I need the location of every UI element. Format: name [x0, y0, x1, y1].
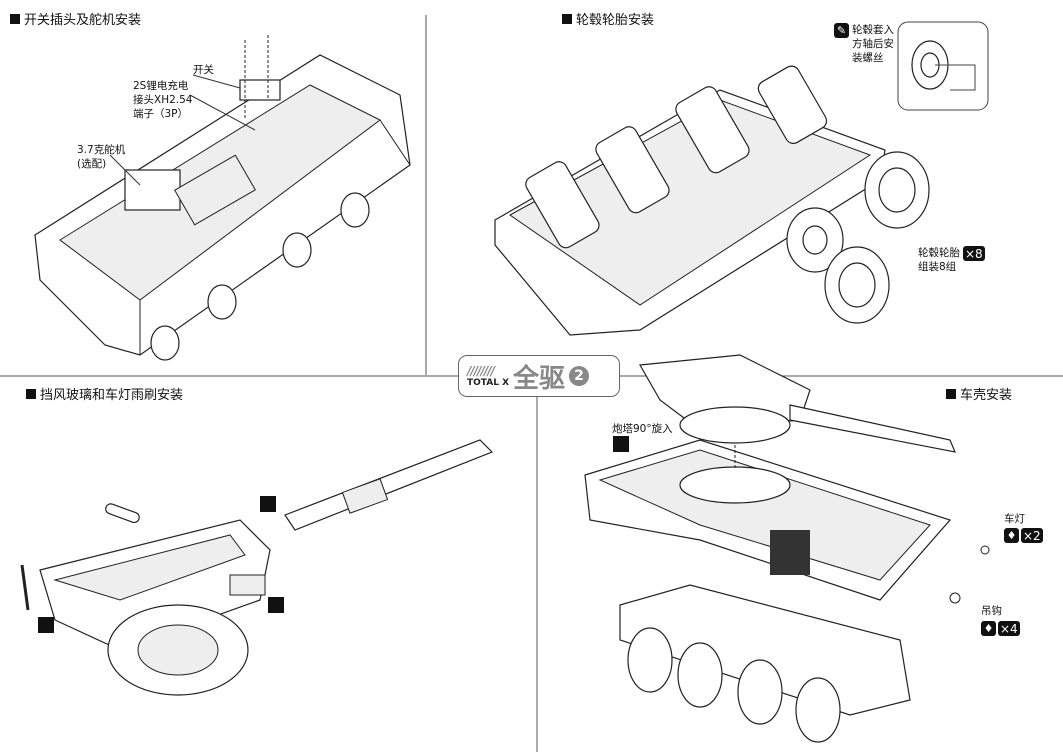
turret-drawing	[20, 439, 494, 696]
tool-icon	[268, 597, 284, 613]
headlight-count: ♦ ×2	[1004, 528, 1043, 543]
hook-count: ♦ ×4	[981, 621, 1020, 636]
bullet-square-icon	[946, 388, 956, 399]
brand-logo: //////// TOTAL X 全驱 2	[458, 355, 620, 397]
tool-icon	[260, 496, 276, 512]
bullet-square-icon	[26, 388, 36, 399]
glue-icon: ♦	[981, 621, 996, 636]
screwdriver-icon: ✎	[834, 23, 849, 38]
bullet-square-icon	[562, 13, 572, 24]
bullet-square-icon	[10, 13, 20, 24]
chassis-drawing-2	[494, 21, 989, 336]
step-number: 2	[569, 366, 590, 386]
chassis-drawing-1	[34, 35, 411, 361]
logo-stripes-icon: ////////	[467, 364, 495, 378]
section-title-windshield: 挡风玻璃和车灯雨刷安装	[26, 384, 183, 403]
tool-icon	[38, 617, 54, 633]
label-hook: 吊钩	[981, 605, 1002, 617]
glue-icon: ♦	[1004, 528, 1019, 543]
wheel-count-badge: ×8	[963, 246, 985, 261]
label-switch: 开关	[193, 64, 214, 76]
label-turret: 炮塔90°旋入	[612, 423, 673, 435]
label-servo: 3.7克舵机 (选配)	[77, 144, 126, 170]
label-hub-note: ✎ 轮毂套入 方轴后安 装螺丝	[834, 23, 894, 65]
label-wheel-assembly: 轮毂轮胎 组装8组 ×8	[918, 246, 985, 273]
label-connector: 2S锂电充电 接头XH2.54 端子（3P）	[133, 80, 193, 120]
turret-tool-icon	[613, 436, 629, 452]
section-title-switch-servo: 开关插头及舵机安装	[10, 9, 141, 28]
label-headlight: 车灯	[1004, 513, 1025, 525]
section-title-shell: 车壳安装	[946, 384, 1012, 403]
hull-drawing	[584, 354, 990, 743]
section-title-wheels: 轮毂轮胎安装	[562, 9, 654, 28]
